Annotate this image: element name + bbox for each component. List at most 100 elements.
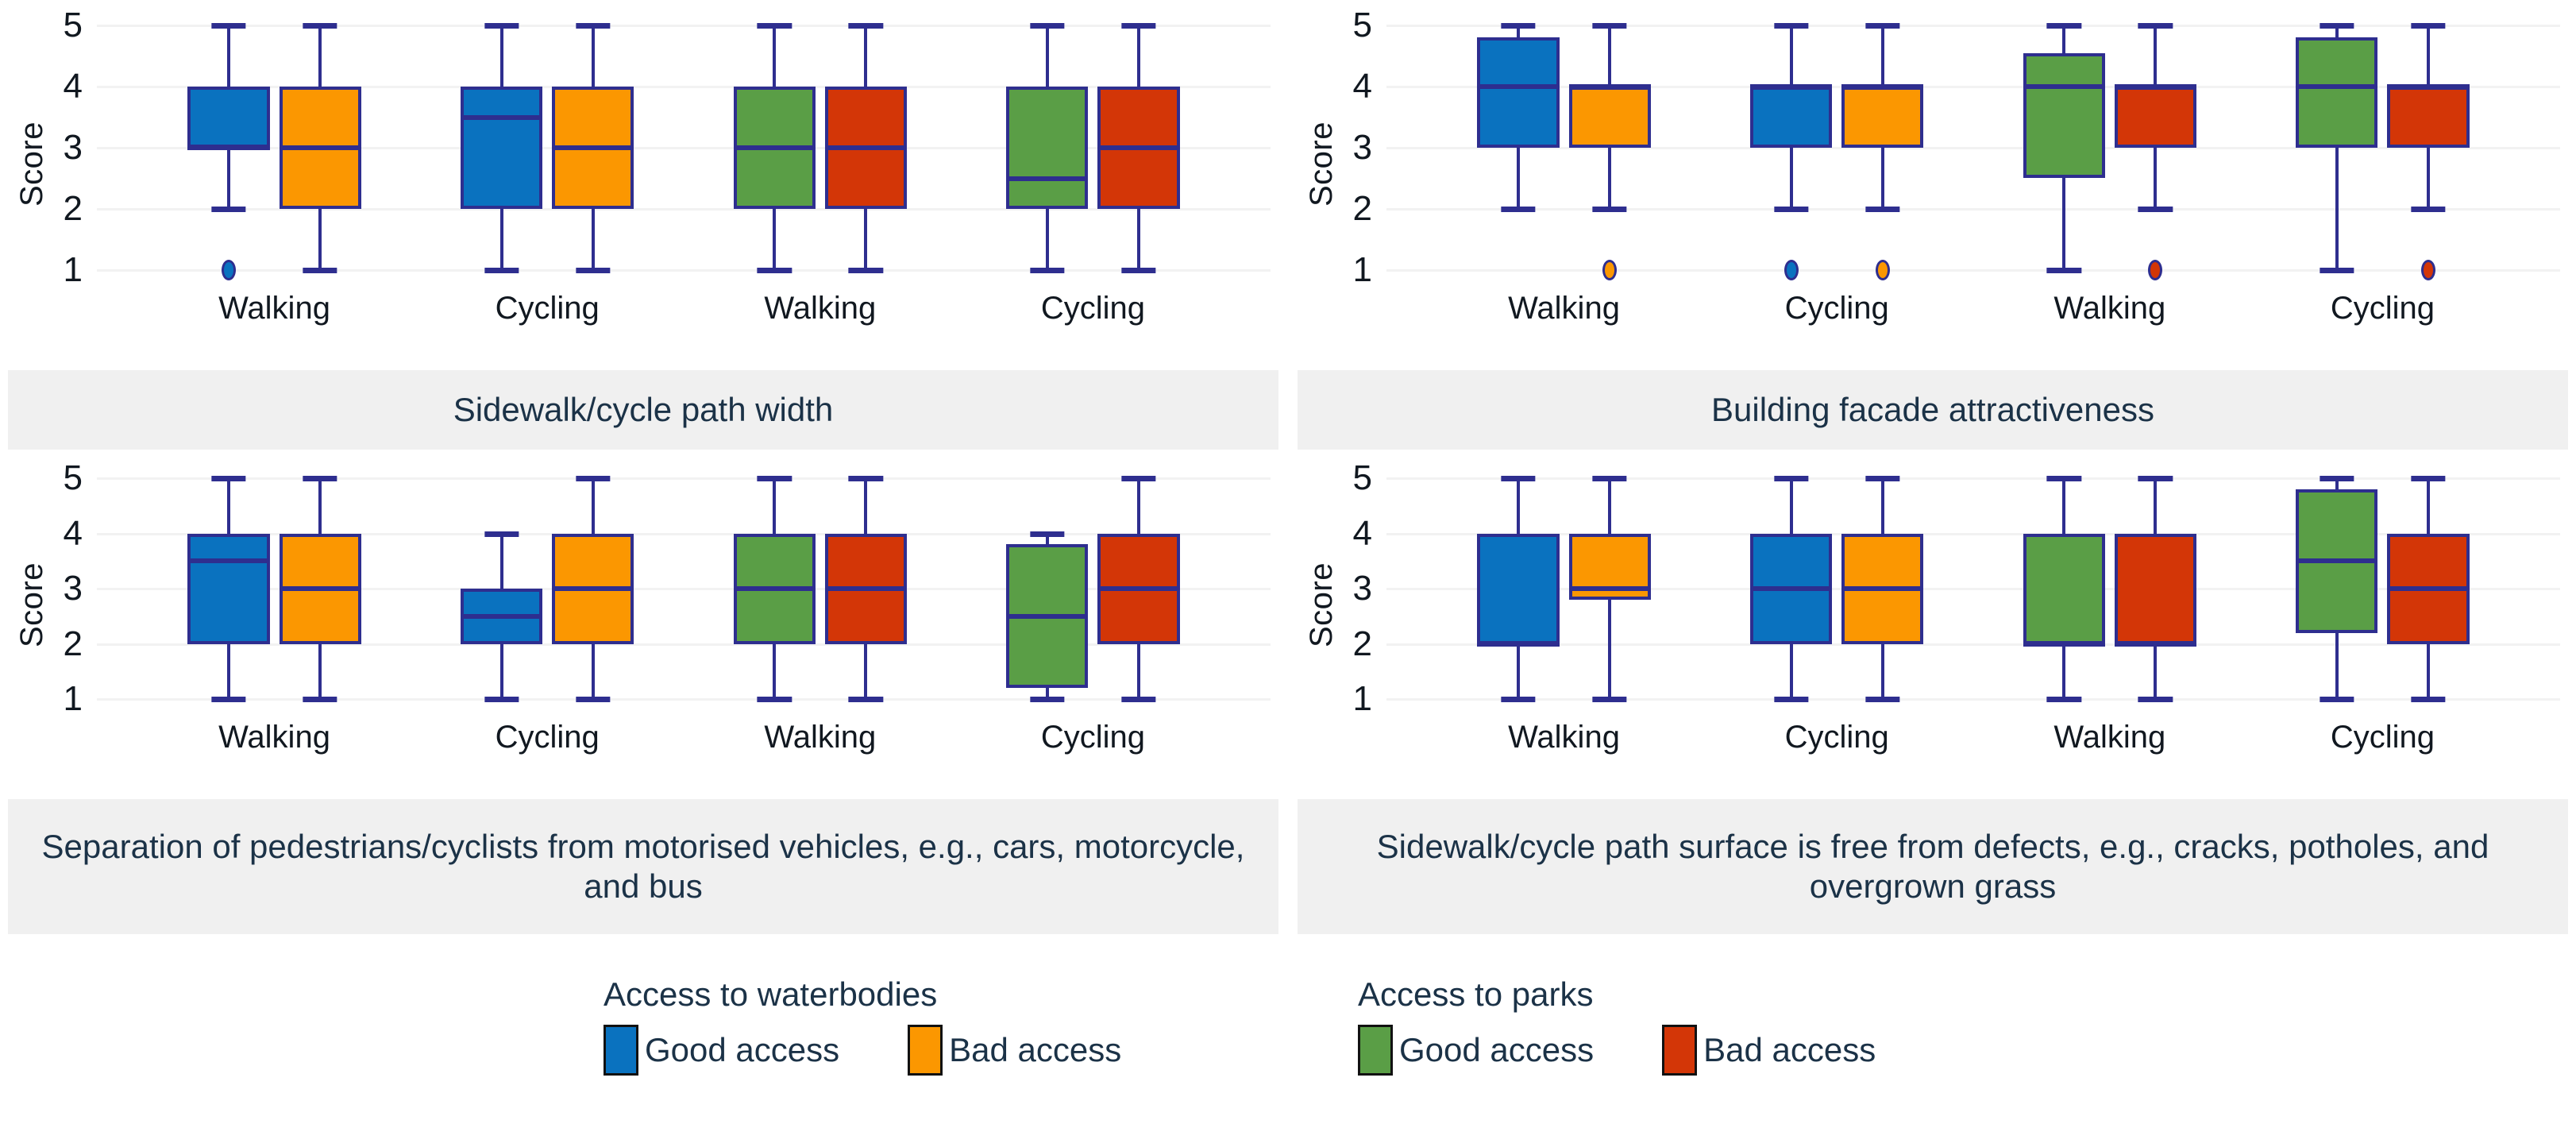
x-tick-3: Cycling (1040, 291, 1146, 326)
median-line (2387, 84, 2470, 89)
whisker-cap-high (2411, 23, 2446, 29)
median-line (1841, 84, 1924, 89)
whisker-cap-low (484, 268, 519, 273)
whisker-cap-low (211, 207, 246, 212)
whisker-cap-low (484, 697, 519, 702)
median-line (1568, 586, 1651, 591)
gridline-4 (97, 532, 1271, 535)
median-line (552, 586, 634, 591)
whisker-cap-high (1592, 23, 1627, 29)
whisker-cap-high (211, 23, 246, 29)
median-line (1006, 176, 1089, 181)
y-axis-label: Score (1298, 25, 1345, 302)
median-line (1477, 641, 1560, 647)
x-tick-1: Cycling (495, 720, 600, 755)
x-tick-1: Cycling (1784, 720, 1889, 755)
box (187, 87, 270, 148)
legend-item-good-access[interactable]: Good access (604, 1025, 839, 1076)
panel-title-2: Building facade attractiveness (1298, 370, 2568, 450)
whisker-cap-low (757, 697, 792, 702)
legend-title: Access to waterbodies (604, 975, 938, 1013)
gridline-2 (1386, 643, 2560, 646)
x-tick-0: Walking (218, 291, 330, 326)
outlier-point (1784, 260, 1799, 280)
whisker-cap-high (576, 476, 611, 481)
x-tick-3: Cycling (1040, 720, 1146, 755)
whisker-cap-low (2138, 207, 2173, 212)
median-line (187, 145, 270, 150)
outlier-point (1602, 260, 1618, 280)
y-tick-4: 4 (1352, 67, 1372, 106)
whisker-cap-high (2046, 476, 2081, 481)
whisker-cap-low (2320, 697, 2354, 702)
whisker-cap-low (2411, 207, 2446, 212)
median-line (2296, 558, 2378, 564)
y-axis-label-text: Score (1303, 562, 1339, 647)
x-tick-2: Walking (764, 291, 877, 326)
x-tick-1: Cycling (495, 291, 600, 326)
panel-title-3: Separation of pedestrians/cyclists from … (8, 799, 1278, 934)
box (1841, 87, 1924, 148)
x-tick-0: Walking (1508, 720, 1620, 755)
gridline-1 (1386, 269, 2560, 272)
y-tick-3: 3 (1352, 569, 1372, 608)
box (1006, 87, 1089, 209)
legend-swatch (908, 1025, 943, 1076)
y-axis-label-text: Score (13, 562, 49, 647)
gridline-3 (97, 588, 1271, 590)
gridline-2 (1386, 208, 2560, 211)
whisker-cap-high (757, 23, 792, 29)
whisker-cap-high (1030, 23, 1065, 29)
whisker-cap-low (1592, 207, 1627, 212)
whisker-cap-low (576, 697, 611, 702)
whisker-cap-high (2138, 476, 2173, 481)
gridline-5 (97, 477, 1271, 480)
whisker-cap-low (576, 268, 611, 273)
whisker-cap-low (1121, 697, 1156, 702)
whisker-cap-high (303, 476, 337, 481)
median-line (1097, 586, 1180, 591)
median-line (187, 558, 270, 564)
y-tick-1: 1 (1352, 250, 1372, 289)
y-axis-label-text: Score (13, 121, 49, 207)
plot-canvas (1386, 23, 2560, 280)
median-line (552, 145, 634, 150)
whisker-cap-high (848, 23, 884, 29)
x-tick-3: Cycling (2330, 291, 2435, 326)
box (1568, 87, 1651, 148)
whisker-cap-high (2320, 476, 2354, 481)
whisker-cap-high (1865, 476, 1900, 481)
median-line (1006, 613, 1089, 619)
whisker-cap-low (757, 268, 792, 273)
legend-label: Good access (645, 1031, 840, 1068)
legend-item-bad-access[interactable]: Bad access (1662, 1025, 1876, 1076)
whisker-cap-high (848, 476, 884, 481)
legend-item-bad-access[interactable]: Bad access (908, 1025, 1121, 1076)
box (1477, 37, 1560, 148)
median-line (2114, 84, 2196, 89)
median-line (2114, 641, 2196, 647)
gridline-1 (1386, 698, 2560, 701)
gridline-1 (97, 698, 1271, 701)
median-line (279, 586, 361, 591)
y-tick-3: 3 (63, 569, 83, 608)
y-tick-1: 1 (63, 250, 83, 289)
whisker-cap-high (1121, 23, 1156, 29)
panel-title-4: Sidewalk/cycle path surface is free from… (1298, 799, 2568, 934)
whisker-cap-high (1501, 23, 1536, 29)
whisker-cap-high (303, 23, 337, 29)
whisker-cap-high (211, 476, 246, 481)
gridline-5 (97, 25, 1271, 27)
whisker-cap-high (484, 23, 519, 29)
y-axis-label: Score (8, 25, 56, 302)
y-axis-label-text: Score (1303, 121, 1339, 207)
y-tick-3: 3 (1352, 128, 1372, 167)
whisker-cap-low (1865, 207, 1900, 212)
legend-item-good-access[interactable]: Good access (1358, 1025, 1594, 1076)
legend-label: Bad access (949, 1031, 1122, 1068)
